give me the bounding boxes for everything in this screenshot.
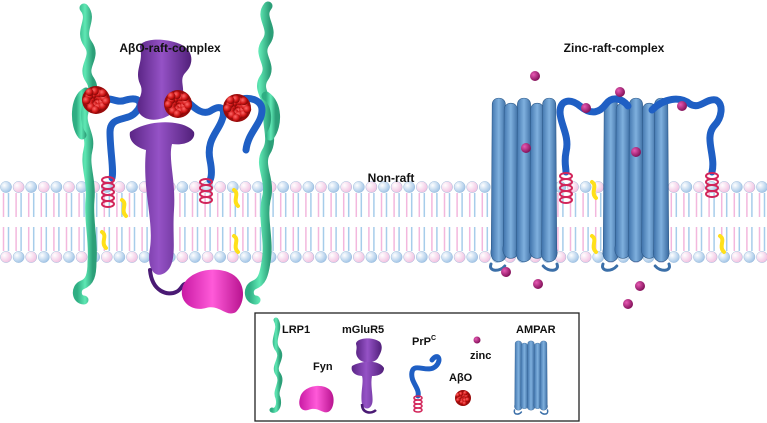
sterol-marker xyxy=(232,234,240,254)
zinc-raft-complex-title: Zinc-raft-complex xyxy=(564,41,665,55)
zinc-ion xyxy=(615,87,625,97)
sterol-marker xyxy=(100,230,108,250)
legend-mglur5-icon xyxy=(351,338,384,414)
prpc-protein xyxy=(182,96,228,184)
legend-ampar-label: AMPAR xyxy=(516,324,556,336)
legend-abo-icon xyxy=(455,390,471,406)
zinc-ion xyxy=(530,71,540,81)
lrp1-protein xyxy=(72,3,98,305)
prpc-gpi-anchor xyxy=(559,172,573,204)
legend-fyn-icon xyxy=(299,385,334,413)
prpc-protein xyxy=(556,95,632,116)
sterol-marker xyxy=(590,180,598,200)
sterol-marker xyxy=(232,188,240,208)
prpc-protein xyxy=(648,95,725,176)
zinc-ion xyxy=(623,299,633,309)
lrp1-loop xyxy=(261,91,280,141)
non-raft-label: Non-raft xyxy=(368,171,415,185)
abo-oligomer xyxy=(223,94,252,122)
zinc-ion xyxy=(533,279,543,289)
legend-prpc-icon xyxy=(409,354,442,413)
prpc-gpi-anchor xyxy=(199,178,213,204)
zinc-raft-complex xyxy=(489,71,725,309)
sterol-marker xyxy=(120,198,128,218)
legend-zinc-icon xyxy=(473,336,481,344)
zinc-ion xyxy=(677,101,687,111)
legend: LRP1 Fyn mGluR5 PrPC zinc AβO AMPAR xyxy=(254,312,580,422)
legend-lrp1-label: LRP1 xyxy=(282,324,310,336)
legend-ampar-icon xyxy=(513,340,549,415)
zinc-ion xyxy=(521,143,531,153)
prpc-gpi-anchor xyxy=(705,172,719,198)
abo-oligomer-group xyxy=(82,86,252,122)
ampar-receptor xyxy=(601,97,671,272)
abo-raft-complex-title: AβO-raft-complex xyxy=(119,41,221,55)
abo-oligomer xyxy=(164,90,193,118)
legend-prpc-label: PrPC xyxy=(412,335,436,348)
zinc-ion xyxy=(635,281,645,291)
legend-fyn-label: Fyn xyxy=(313,361,333,373)
prpc-protein xyxy=(556,108,571,176)
ampar-receptor xyxy=(489,97,559,272)
lipid-bilayer xyxy=(0,180,767,263)
fyn-kinase xyxy=(181,269,244,314)
prpc-protein xyxy=(234,94,266,154)
prpc-gpi-anchor xyxy=(101,176,115,208)
legend-zinc-label: zinc xyxy=(470,350,491,362)
sterol-marker xyxy=(590,234,598,254)
legend-abo-label: AβO xyxy=(449,372,473,384)
sterol-marker xyxy=(718,234,726,254)
abo-oligomer xyxy=(455,390,471,406)
abo-oligomer xyxy=(82,86,111,114)
lrp1-protein xyxy=(244,1,275,305)
zinc-ion xyxy=(631,147,641,157)
legend-mglur5-label: mGluR5 xyxy=(342,324,384,336)
zinc-ion xyxy=(581,103,591,113)
abo-raft-complex xyxy=(72,1,280,314)
zinc-ion xyxy=(501,267,511,277)
prpc-protein xyxy=(96,95,144,182)
legend-lrp1-icon xyxy=(269,317,283,413)
